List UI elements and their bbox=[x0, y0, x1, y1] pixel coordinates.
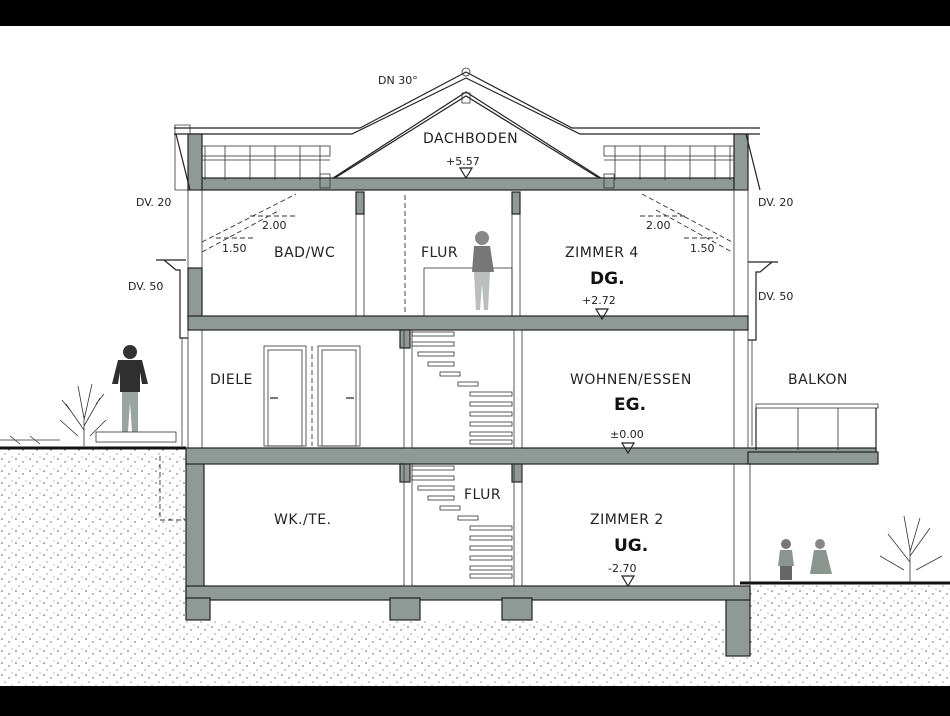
dg-bath-label: BAD/WC bbox=[274, 245, 335, 261]
ug-room-label: ZIMMER 2 bbox=[590, 512, 664, 528]
eg-room-label: WOHNEN/ESSEN bbox=[570, 372, 692, 388]
ug-hall-label: FLUR bbox=[464, 487, 501, 503]
ug-elevation: -2.70 bbox=[608, 562, 636, 575]
person-man-icon bbox=[112, 345, 148, 432]
ground-grass bbox=[0, 435, 60, 445]
eg-hall-label: DIELE bbox=[210, 372, 253, 388]
roof bbox=[174, 67, 761, 191]
elevation-markers bbox=[458, 167, 636, 588]
dg-level-label: DG. bbox=[590, 269, 625, 289]
dg-room-label: ZIMMER 4 bbox=[565, 245, 639, 261]
dg-dim-left-upper: 2.00 bbox=[262, 219, 287, 232]
attic-label: DACHBODEN bbox=[423, 131, 518, 147]
balcony-label: BALKON bbox=[788, 372, 848, 388]
shrub-left-icon bbox=[59, 383, 107, 446]
interior-walls bbox=[263, 191, 523, 587]
dv-left-upper: DV. 20 bbox=[136, 196, 171, 209]
floor-slabs bbox=[185, 315, 877, 621]
ug-level-label: UG. bbox=[614, 536, 648, 556]
ug-utility-label: WK./TE. bbox=[274, 512, 332, 528]
roof-slope-lines bbox=[201, 193, 733, 253]
dg-dim-right-upper: 2.00 bbox=[646, 219, 671, 232]
soil-hatching bbox=[0, 446, 950, 686]
eg-elevation: ±0.00 bbox=[610, 428, 644, 441]
dv-right-lower: DV. 50 bbox=[758, 290, 793, 303]
dg-hall-label: FLUR bbox=[421, 245, 458, 261]
children-icon bbox=[778, 539, 832, 580]
roof-pitch-label: DN 30° bbox=[378, 74, 418, 87]
dg-dim-right-lower: 1.50 bbox=[690, 242, 715, 255]
dg-elevation: +2.72 bbox=[582, 294, 616, 307]
shrub-right-icon bbox=[879, 515, 943, 582]
dv-left-lower: DV. 50 bbox=[128, 280, 163, 293]
person-woman-icon bbox=[472, 231, 494, 310]
entry-step bbox=[95, 431, 177, 443]
staircase bbox=[411, 331, 513, 579]
dg-dim-left-lower: 1.50 bbox=[222, 242, 247, 255]
balcony bbox=[747, 403, 879, 465]
dv-right-upper: DV. 20 bbox=[758, 196, 793, 209]
attic-elevation: +5.57 bbox=[446, 155, 480, 168]
eg-level-label: EG. bbox=[614, 395, 646, 415]
